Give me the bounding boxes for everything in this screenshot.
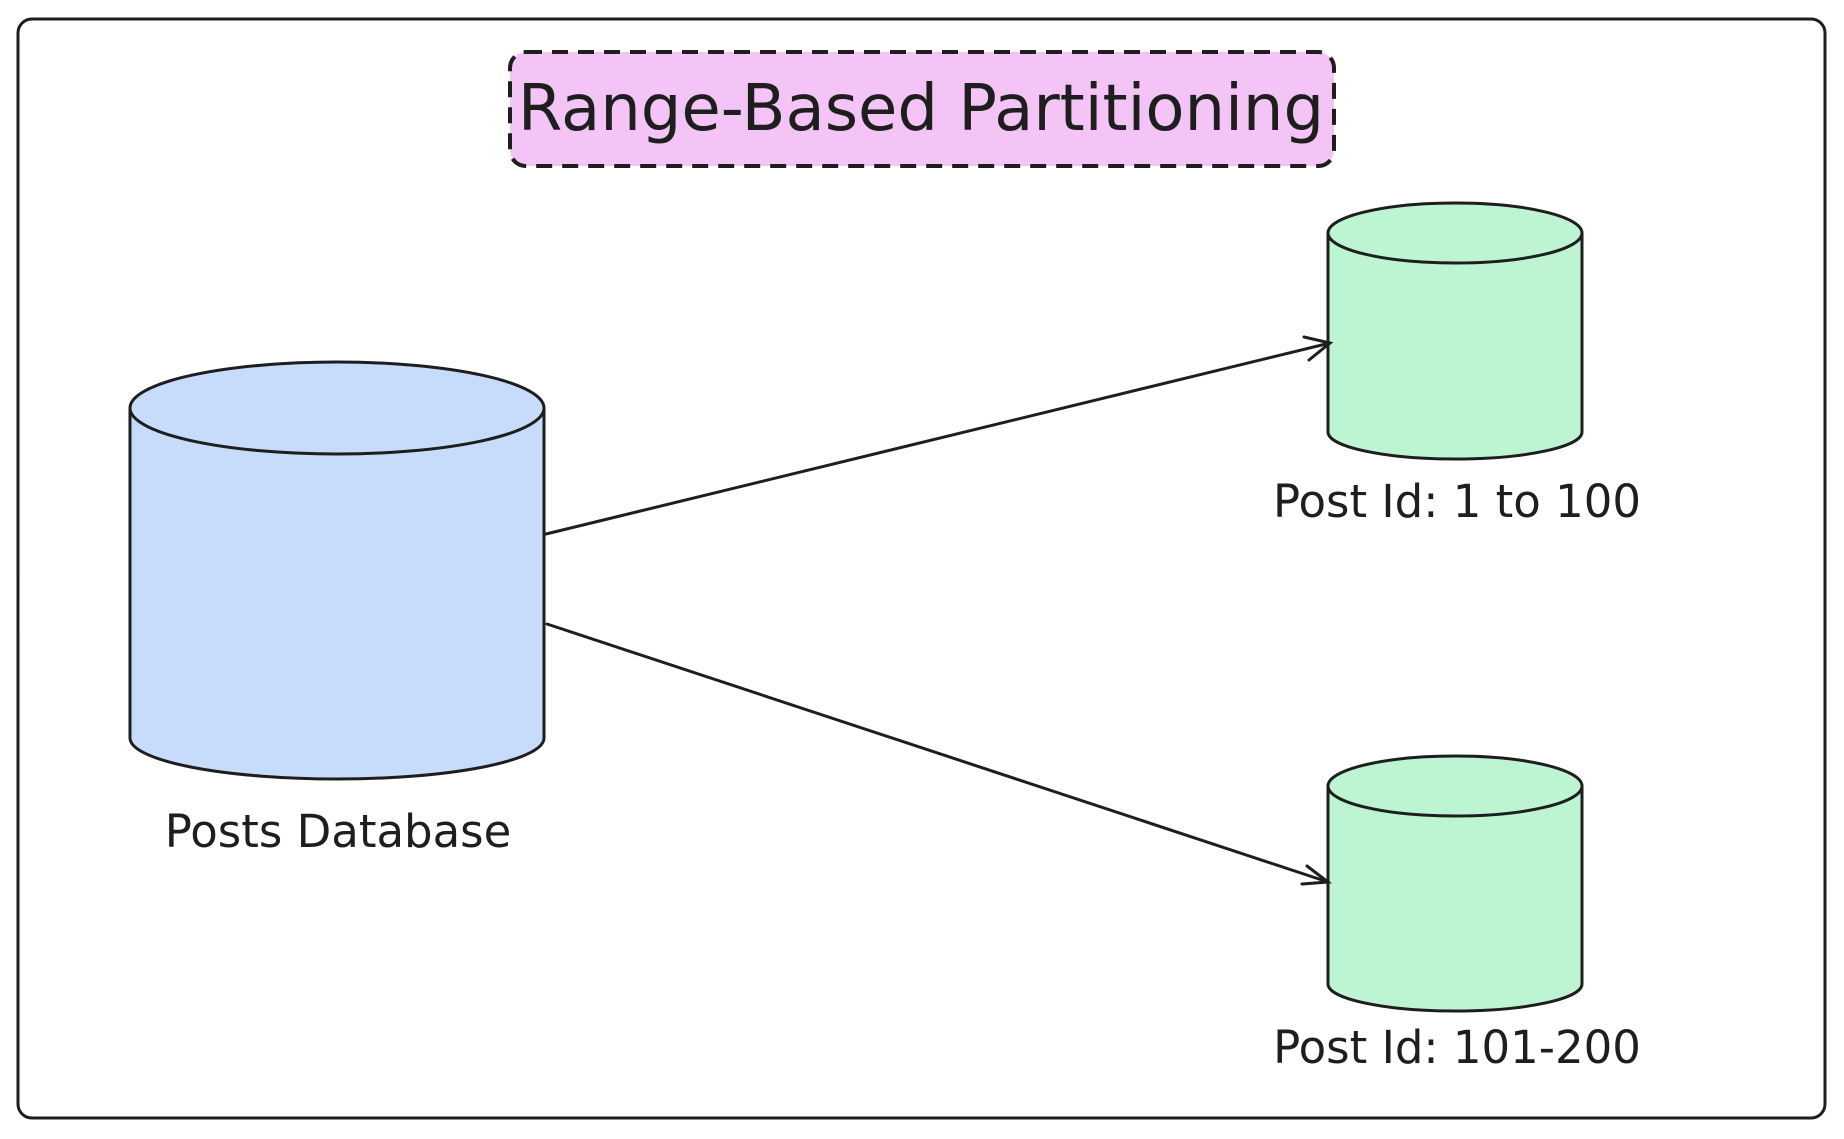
posts-database-label: Posts Database <box>164 805 512 858</box>
diagram-title: Range-Based Partitioning <box>517 72 1325 146</box>
partition-2-cylinder <box>1326 754 1584 1013</box>
partition-1-cylinder <box>1326 201 1584 461</box>
partition-1-label: Post Id: 1 to 100 <box>1272 475 1642 528</box>
title-box <box>508 50 1336 168</box>
arrow-to-partition-1 <box>544 335 1334 536</box>
arrow-to-partition-2 <box>545 622 1333 886</box>
partition-2-label: Post Id: 101-200 <box>1273 1021 1641 1074</box>
posts-database-cylinder <box>128 360 546 781</box>
